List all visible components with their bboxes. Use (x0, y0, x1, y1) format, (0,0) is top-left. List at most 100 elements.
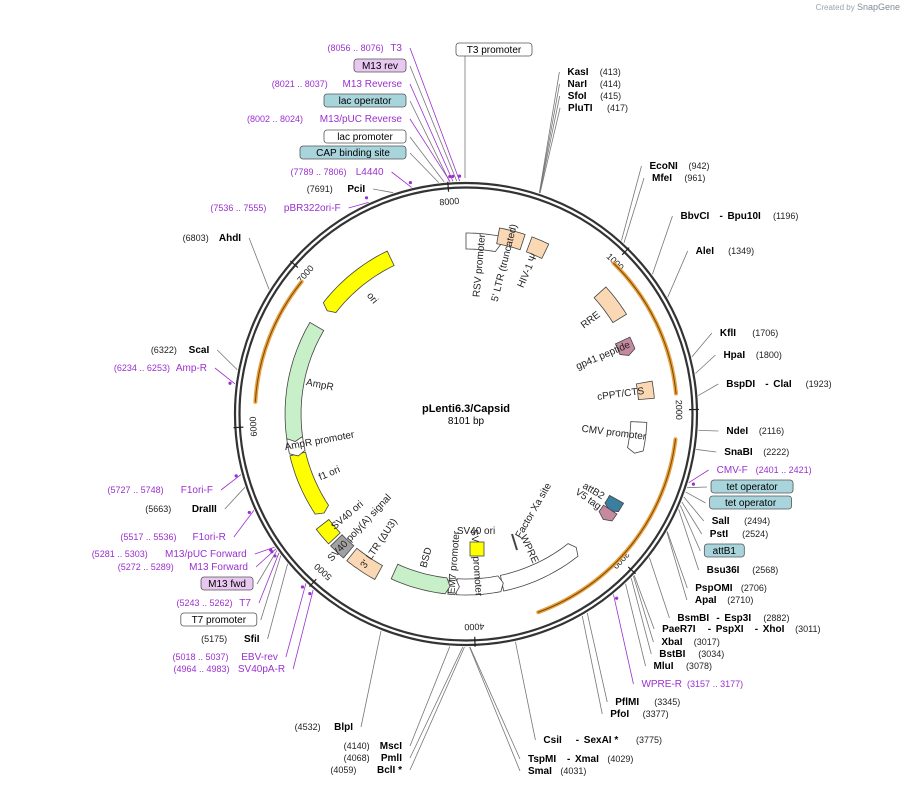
feature-sv40-ori (315, 518, 341, 545)
label-alei: AleI(1349) (696, 246, 754, 257)
leader-line (267, 563, 288, 640)
site-coord: (1800) (756, 350, 782, 360)
enzyme-dash: - (765, 379, 768, 390)
leader-line (698, 383, 719, 396)
label-f1ori-r: F1ori-R(5517 .. 5536) (120, 532, 225, 543)
site-coord: (3034) (698, 649, 724, 659)
outer-strand (233, 181, 699, 647)
label-l4440: L4440(7789 .. 7806) (291, 167, 384, 178)
feature-box-label: attB1 (713, 546, 737, 557)
tick-label: 2000 (674, 400, 684, 420)
label-attb1: attB1 (703, 543, 745, 558)
leader-line (633, 575, 655, 630)
label-sali: SalI(2494) (712, 516, 770, 527)
feature-box-label: M13 fwd (208, 579, 246, 590)
feature-f1-ori (289, 451, 329, 515)
label-amp-r: Amp-R(6234 .. 6253) (114, 363, 207, 374)
leader-line (409, 152, 440, 183)
leader-line (260, 555, 282, 621)
center-factor-xa-box (511, 533, 518, 551)
leader-line (409, 646, 465, 771)
enzyme-name: TspMI (528, 754, 556, 765)
label-nari: NarI(414) (568, 79, 621, 90)
site-coord: (4964 .. 4983) (174, 664, 230, 674)
label-kfli: KflI(1706) (720, 328, 778, 339)
leader-line (687, 486, 708, 489)
label-hpai: HpaI(1800) (723, 350, 781, 361)
snapgene-credit: Created by SnapGene (816, 2, 900, 12)
primer-site (691, 482, 696, 486)
leader-line (360, 630, 382, 728)
site-coord: (942) (688, 161, 709, 171)
enzyme-name: SfiI (244, 634, 260, 645)
site-coord: (3345) (654, 697, 680, 707)
feature-box-label: M13 rev (362, 61, 398, 72)
leader-line (292, 589, 314, 670)
enzyme-name: SfoI (568, 91, 587, 102)
enzyme-name: BsmBI (677, 613, 709, 624)
primer-name: Amp-R (176, 363, 207, 374)
site-coord: (2494) (744, 516, 770, 526)
feature-box (353, 58, 407, 73)
feature-box (710, 479, 794, 494)
site-coord: (5727 .. 5748) (108, 485, 164, 495)
primer-site (308, 592, 312, 596)
feature-box (323, 93, 407, 108)
label-sv40pa-r: SV40pA-R(4964 .. 4983) (174, 664, 286, 675)
enzyme-name: PaeR7I (662, 624, 696, 635)
site-coord: (1706) (752, 328, 778, 338)
site-coord: (7691) (307, 184, 333, 194)
site-coord: (2568) (752, 565, 778, 575)
feature-label: AmpR (305, 377, 334, 393)
primer-site (457, 174, 462, 178)
label-apai: ApaI(2710) (695, 595, 753, 606)
site-labels: KasI(413)NarI(414)SfoI(415)PluTI(417)Eco… (92, 42, 832, 777)
label-wpre-r: WPRE-R(3157 .. 3177) (641, 679, 743, 690)
leader-line (258, 552, 280, 604)
tick-label: 5000 (312, 561, 334, 582)
site-coord: (8002 .. 8024) (247, 114, 303, 124)
primer-name: L4440 (356, 167, 384, 178)
enzyme-name: SnaBI (724, 447, 753, 458)
site-coord: (2706) (741, 583, 767, 593)
site-coord: (3775) (636, 735, 662, 745)
enzyme-name: PluTI (568, 103, 593, 114)
primer-site (451, 174, 455, 178)
leader-line (652, 215, 673, 275)
primer-name: pBR322ori-F (284, 203, 341, 214)
leader-line (409, 100, 450, 182)
label-pspomi: PspOMI(2706) (695, 583, 767, 594)
primer-site (273, 554, 277, 558)
label-draiii: DraIII(5663) (145, 504, 217, 515)
enzyme-name-alt: XhoI (763, 624, 785, 635)
leader-line (691, 332, 713, 358)
enzyme-name: PfoI (610, 709, 629, 720)
leader-lines (214, 47, 719, 772)
feature-5-ltr-truncated (496, 227, 526, 251)
feature-ori (322, 250, 395, 313)
label-snabi: SnaBI (2222) (724, 447, 789, 458)
feature-hiv-1 (525, 236, 550, 260)
feature-label: cPPT/CTS (597, 386, 646, 403)
label-ebv-rev: EBV-rev(5018 .. 5037) (172, 652, 277, 663)
feature-rsv-promoter (465, 232, 502, 253)
site-coord: (2882) (763, 613, 789, 623)
label-m13-forward: M13 Forward(5272 .. 5289) (118, 562, 248, 573)
enzyme-name: AhdI (219, 233, 241, 244)
tick-mark (309, 578, 317, 588)
site-coord: (3377) (643, 709, 669, 719)
label-cap-binding-site: CAP binding site (299, 145, 407, 160)
primer-name: CMV-F (717, 465, 748, 476)
enzyme-name: PmlI (381, 753, 402, 764)
label-bbvci: BbvCI-Bpu10I(1196) (680, 211, 798, 222)
site-coord: (2222) (763, 447, 789, 457)
site-coord: (8056 .. 8076) (328, 43, 384, 53)
leader-line (409, 65, 458, 182)
feature-box (299, 145, 407, 160)
site-coord: (4059) (330, 765, 356, 775)
label-psti: PstI(2524) (710, 529, 768, 540)
site-coord: (3078) (686, 661, 712, 671)
center-feature-label: SV40 ori (457, 526, 495, 537)
label-pfoi: PfoI (3377) (610, 709, 668, 720)
label-mlui: MluI(3078) (654, 661, 712, 672)
